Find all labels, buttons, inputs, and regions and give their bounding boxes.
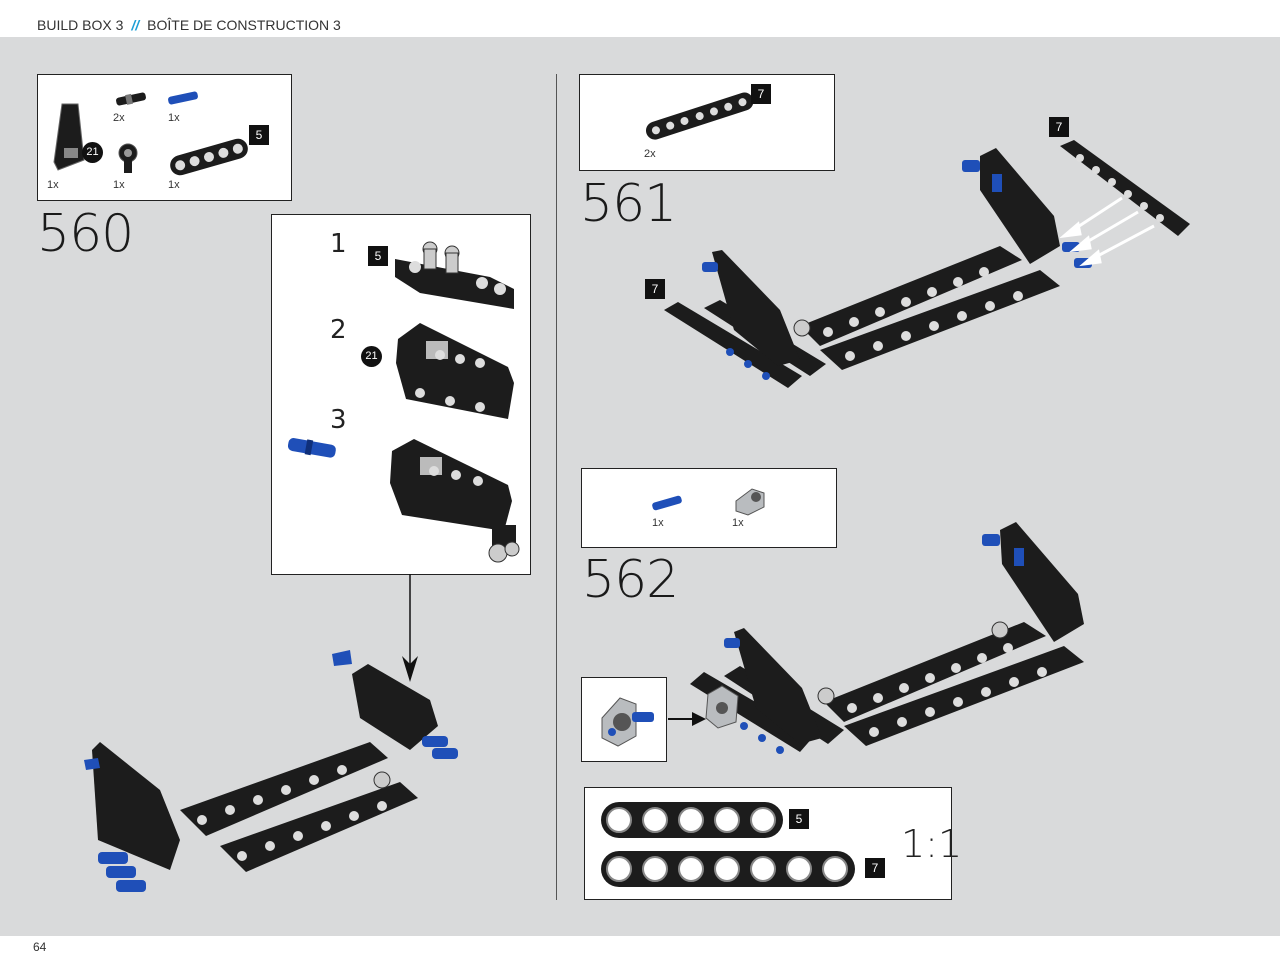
beam-5-part-icon (170, 138, 248, 176)
substep-number-3: 3 (330, 405, 347, 435)
scale-ratio: 1:1 (901, 822, 963, 866)
substep-arrow (402, 574, 418, 682)
qty-blue-pin-562: 1x (652, 517, 664, 529)
scale-badge-7: 7 (865, 858, 885, 878)
qty-beam-5: 1x (168, 179, 180, 191)
blue-pin-part-icon (168, 91, 198, 105)
column-divider (556, 74, 557, 900)
callout-connector-detail (601, 697, 654, 747)
substep-1-assembly (395, 241, 514, 309)
substep-2-assembly (396, 323, 514, 419)
header-title-fr: BOÎTE DE CONSTRUCTION 3 (147, 17, 341, 33)
black-pin-part-icon (116, 92, 146, 106)
beam-length-badge-561: 7 (751, 84, 771, 104)
substep-number-2: 2 (330, 315, 347, 345)
qty-beam-7: 2x (644, 148, 656, 160)
page-number: 64 (33, 940, 47, 954)
blue-pin-part-icon-562 (652, 495, 682, 511)
callout-arrow (668, 712, 706, 726)
step-561-parts-box: 7 2x (579, 74, 835, 171)
header-title: BUILD BOX 3 // BOÎTE DE CONSTRUCTION 3 (37, 17, 341, 33)
step-561-assembly (664, 140, 1190, 388)
qty-black-pin: 2x (113, 112, 125, 124)
beam-7-scale (601, 851, 855, 887)
step-560-parts-box: 21 1x 2x 1x 1x 1x 5 (37, 74, 292, 201)
substep-3-assembly (287, 438, 520, 563)
scale-badge-5: 5 (789, 809, 809, 829)
curved-panel-part-icon (53, 103, 85, 171)
beam-badge-left-561: 7 (645, 279, 665, 299)
step-562-assembly (690, 522, 1084, 754)
step-560-assembly (84, 650, 458, 892)
step-number-561: 561 (580, 174, 677, 234)
qty-connector: 1x (113, 179, 125, 191)
page-header: BUILD BOX 3 // BOÎTE DE CONSTRUCTION 3 (0, 0, 1280, 37)
header-separator: // (131, 17, 140, 33)
qty-gray-connector: 1x (732, 517, 744, 529)
connector-part-icon (118, 143, 138, 173)
scale-box-562: 5 7 1:1 (584, 787, 962, 900)
callout-box-562 (581, 677, 667, 762)
page-footer: 64 (0, 936, 1280, 974)
connector-count-badge: 21 (82, 142, 103, 163)
gray-connector-part-icon (735, 488, 765, 516)
step-number-562: 562 (582, 550, 679, 610)
substep-1-badge: 5 (368, 246, 388, 266)
qty-blue-pin: 1x (168, 112, 180, 124)
step-562-parts-box: 1x 1x (581, 468, 837, 548)
substep-box: 1 5 2 21 3 (271, 214, 531, 575)
beam-7-part-icon (645, 92, 754, 140)
beam-5-scale (601, 802, 783, 838)
substep-number-1: 1 (330, 229, 347, 259)
substep-2-badge: 21 (361, 346, 382, 367)
step-number-560: 560 (37, 204, 134, 264)
beam-length-badge: 5 (249, 125, 269, 145)
beam-badge-right-561: 7 (1049, 117, 1069, 137)
qty-panel: 1x (47, 179, 59, 191)
header-title-en: BUILD BOX 3 (37, 17, 124, 33)
